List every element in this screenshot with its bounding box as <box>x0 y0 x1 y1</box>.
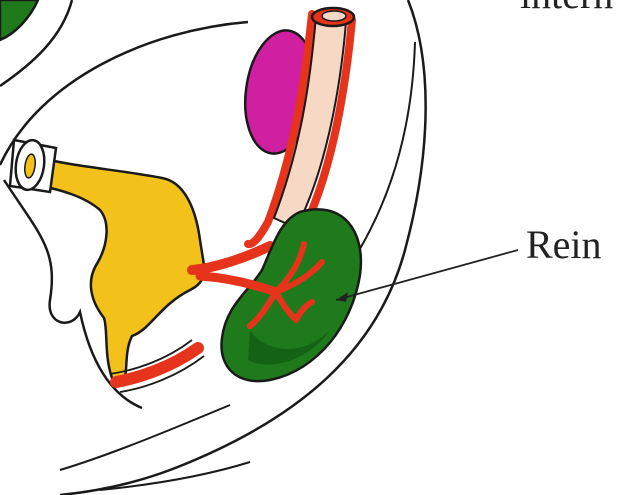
kidney-label: Rein <box>526 222 602 267</box>
pointer-line <box>336 250 518 300</box>
top-cut-label: intern <box>520 0 613 17</box>
top-left-green-fragment <box>0 0 38 40</box>
yellow-organ <box>42 158 204 380</box>
vessel-tube-lumen <box>322 11 346 21</box>
